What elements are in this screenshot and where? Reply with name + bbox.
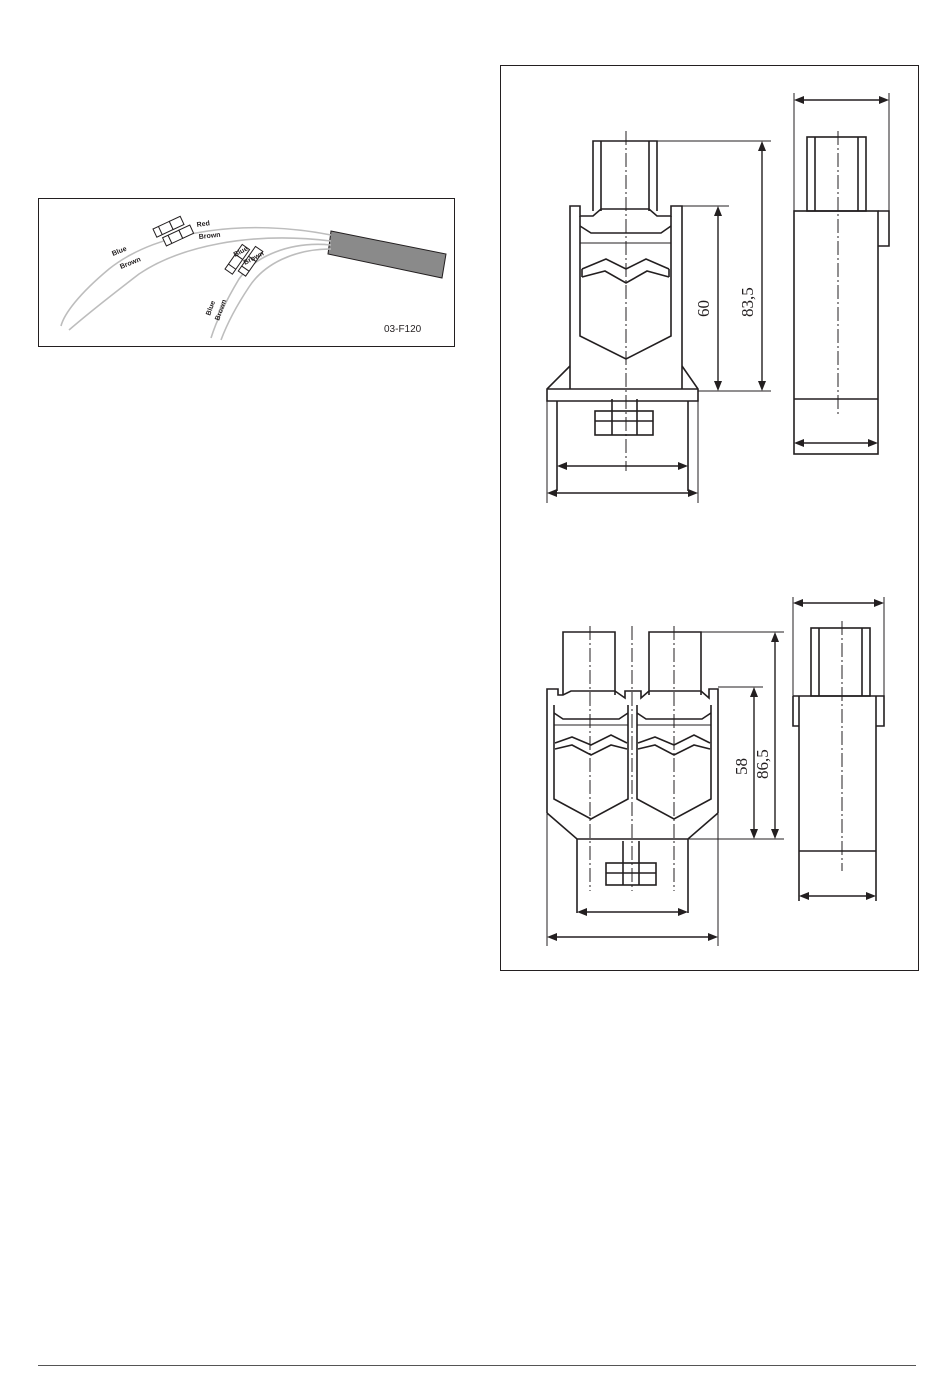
footer-rule [38, 1365, 916, 1366]
single-front-height-dimensions: 60 83,5 [657, 141, 771, 391]
wire-label-brown-top: Brown [198, 232, 220, 241]
double-front-height-dimensions: 58 86,5 [688, 632, 784, 839]
technical-drawing: 60 83,5 [501, 66, 920, 972]
figure-reference: 03-F120 [384, 324, 422, 335]
single-front-width-dimensions [547, 401, 698, 503]
wire-label-blue-left: Blue [111, 246, 128, 258]
technical-drawing-frame: 60 83,5 [500, 65, 919, 971]
single-socket-side-view [794, 93, 889, 454]
double-socket-side-view [793, 597, 884, 901]
single-overall-height-label: 83,5 [738, 287, 757, 317]
sensor-body [328, 231, 446, 278]
double-inner-height-label: 58 [732, 758, 751, 775]
double-socket-front-view [547, 626, 718, 913]
cable-connector-illustration: Red Brown Blue Brown Blue Brown Blue Bro… [39, 199, 456, 348]
wire-bundle [61, 228, 331, 340]
single-inner-height-label: 60 [694, 300, 713, 317]
wire-label-brown-left: Brown [119, 256, 142, 271]
single-socket-front-view [547, 131, 698, 491]
double-overall-height-label: 86,5 [753, 749, 772, 779]
cable-connector-figure: Red Brown Blue Brown Blue Brown Blue Bro… [38, 198, 455, 347]
wire-label-red: Red [196, 220, 210, 229]
